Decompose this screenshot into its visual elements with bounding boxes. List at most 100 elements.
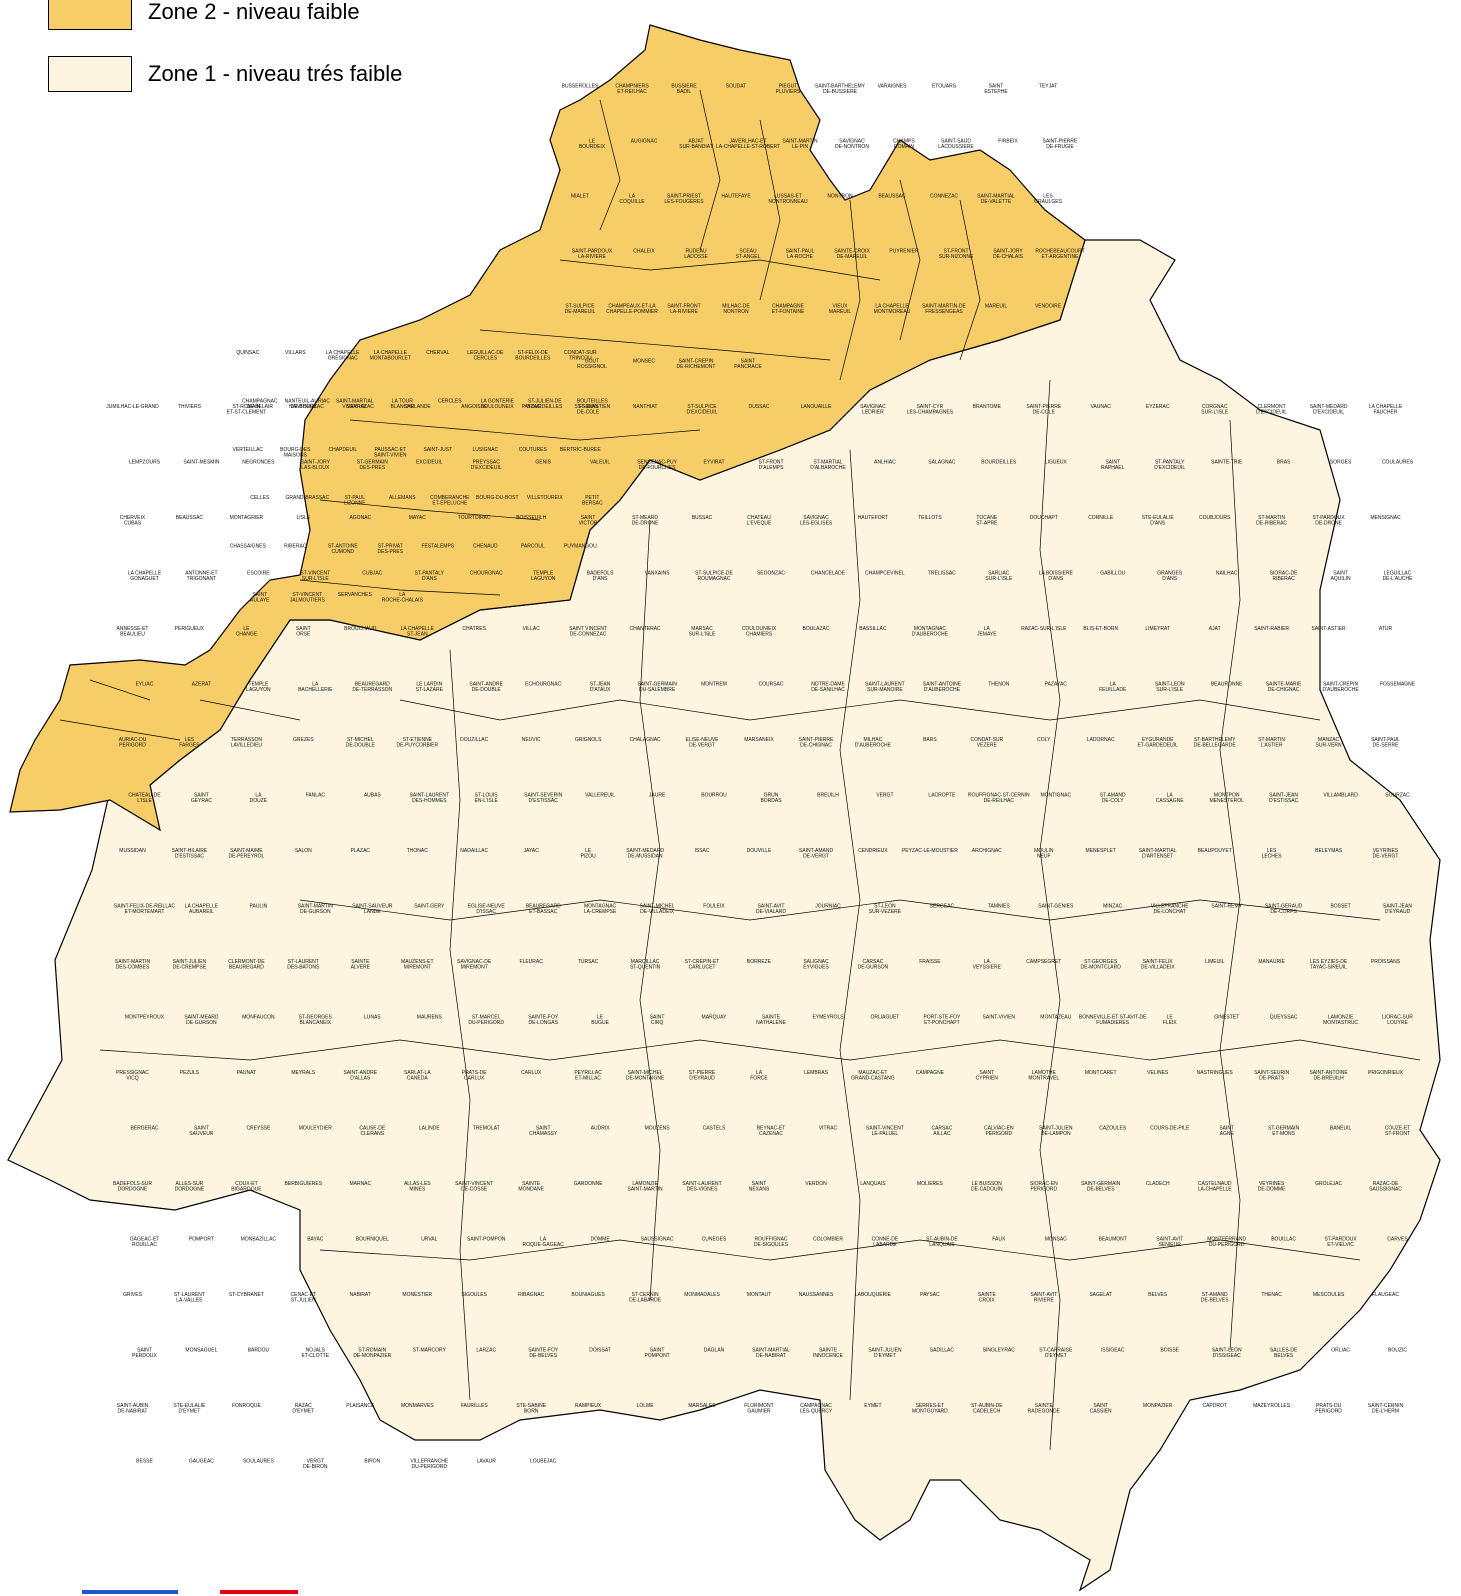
commune-label: VANXAINS [645,570,671,576]
commune-label: SADILLAC [930,1347,955,1353]
commune-label: BOSSET [1330,903,1350,909]
commune-label: GRAND-BRASSAC [285,495,329,501]
commune-label: CHENAUD [473,544,498,550]
commune-label: EYMEYROLS [812,1014,844,1020]
commune-label: TURSAC [578,959,599,965]
commune-label: PAZAYAC [1045,681,1068,687]
legend-swatch-zone2 [48,0,132,30]
commune-label: FOSSEMAGNE [1380,681,1416,687]
commune-label: CHAPDEUIL [328,447,357,453]
commune-label: LIMEUIL [1205,959,1225,965]
commune-label: ECHOURGNAC [525,681,562,687]
commune-label: PLAZAC [351,848,371,854]
commune-label: LUSIGNAC [473,447,499,453]
commune-label: GRIGNOLS [575,737,602,743]
commune-label: TEILLOTS [918,515,942,521]
commune-label: NADAILLAC [460,848,488,854]
commune-label: MONTCARET [1085,1070,1117,1076]
commune-label: BLIS-ET-BORN [1083,626,1118,632]
commune-label: TOURTOIRAC [458,515,491,521]
commune-label: AGONAC [349,515,371,521]
commune-label: AUBAS [364,792,382,798]
commune-label: CHALEIX [633,249,655,255]
commune-label: MAREUIL [985,304,1007,310]
commune-label: BRAS [1277,459,1291,465]
commune-label: BELVES [1148,1292,1168,1298]
commune-label: BEAUSSAC [176,515,204,521]
flag-stripe-blue [82,1590,178,1594]
commune-label: MONTAGRIER [230,515,264,521]
commune-label: VILLETOUREIX [527,495,563,501]
commune-label: ARCHIGNAC [972,848,1002,854]
commune-label: SAINT-RABIER [1254,626,1289,632]
legend-label-zone1: Zone 1 - niveau trés faible [148,61,403,86]
commune-label: BESSE [136,1458,153,1464]
commune-label: FRAISSE [919,959,941,965]
commune-label: MUSSIDAN [119,848,146,854]
commune-label: NANTHIAT [633,404,658,410]
commune-label: MARNAC [349,1181,371,1187]
commune-label: CLADECH [1146,1181,1170,1187]
commune-label: BEAUSSAC [878,194,906,200]
map-legend: Zone 2 - niveau faible Zone 1 - niveau t… [0,0,600,110]
commune-label: RAMPIEUX [575,1403,602,1409]
commune-label: SOURZAC [1385,792,1410,798]
commune-label: CARLUX [521,1070,542,1076]
commune-label: ST-MARCORY [413,1347,447,1353]
commune-label: AUGIGNAC [631,139,658,145]
commune-label: NASTRINGUES [1197,1070,1234,1076]
